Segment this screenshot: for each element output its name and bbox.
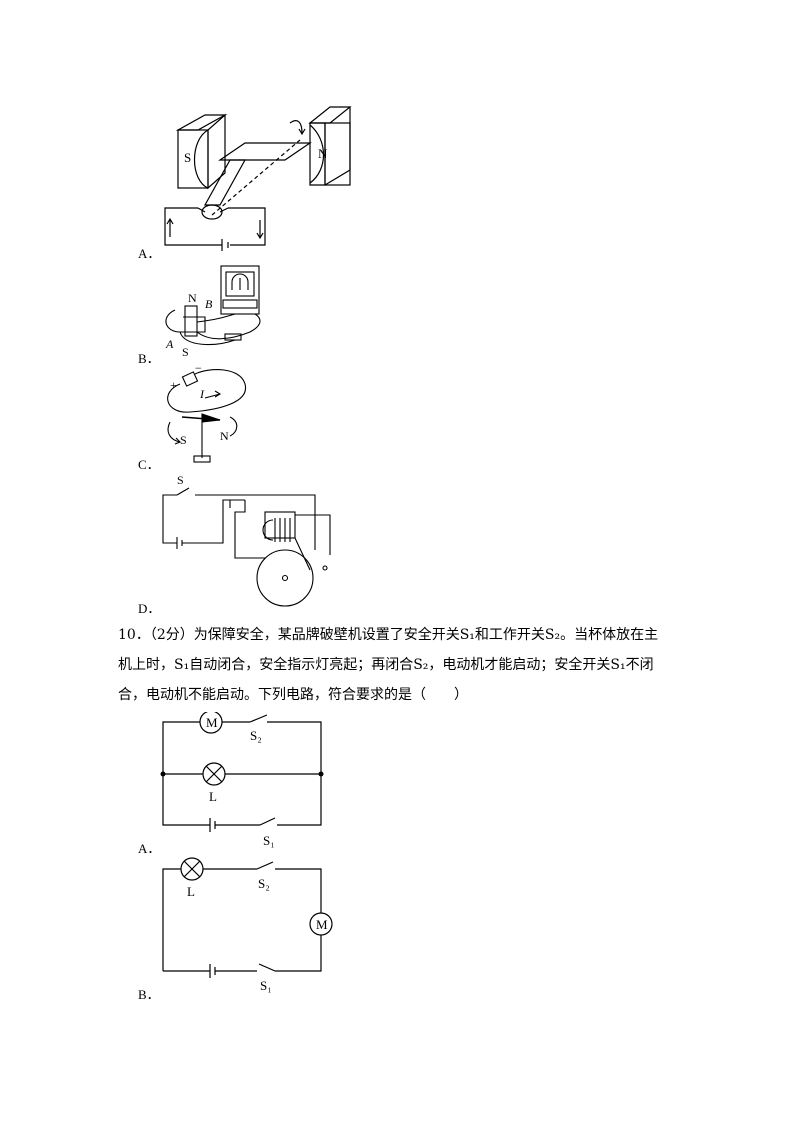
fig-a-n-label: N	[318, 146, 328, 161]
fig-a-s-label: S	[184, 150, 191, 165]
fig-b-a-label: A	[165, 337, 174, 351]
fig-c-plus-label: +	[170, 378, 177, 392]
fig-b-s-label: S	[182, 345, 189, 359]
bell-figure: S	[162, 473, 331, 607]
option-a-prev: A．	[138, 246, 161, 261]
fig-c-minus-label: −	[195, 362, 202, 375]
circuit-a: M S₂ L S₁	[160, 712, 324, 848]
circuit-a-s1-label: S₁	[263, 833, 275, 848]
circuit-a-m-label: M	[206, 715, 218, 730]
fig-c-i-label: I	[199, 387, 205, 401]
circuit-b-s1-label: S₁	[260, 978, 272, 993]
circuit-b-l-label: L	[187, 884, 195, 899]
circuit-a-l-label: L	[209, 789, 217, 804]
fig-b-n-label: N	[188, 291, 197, 305]
oersted-figure: + − I S N	[167, 362, 246, 463]
question-10-line-2: 机上时，S₁自动闭合，安全指示灯亮起；再闭合S₂，电动机才能启动；安全开关S₁不…	[118, 657, 654, 673]
option-b: B．	[138, 987, 160, 1002]
motor-figure: S N	[164, 106, 352, 251]
option-d-prev: D．	[138, 601, 161, 616]
option-b-prev: B．	[138, 351, 160, 366]
fig-d-s-label: S	[177, 473, 184, 487]
option-a: A．	[138, 841, 161, 856]
question-10-line-3: 合，电动机不能启动。下列电路，符合要求的是（ ）	[118, 687, 468, 703]
circuit-b-m-label: M	[316, 917, 328, 932]
galvanometer-figure: N B A S	[165, 265, 261, 359]
fig-c-n-label: N	[220, 429, 229, 443]
option-c-prev: C．	[138, 457, 160, 472]
fig-b-b-label: B	[205, 297, 213, 311]
circuit-b: L S₂ M S₁	[162, 857, 333, 993]
question-10-line-1: 10．（2分）为保障安全，某品牌破壁机设置了安全开关S₁和工作开关S₂。当杯体放…	[118, 627, 659, 643]
fig-c-s-label: S	[180, 433, 187, 447]
circuit-b-s2-label: S₂	[258, 876, 270, 891]
circuit-a-s2-label: S₂	[250, 728, 262, 743]
